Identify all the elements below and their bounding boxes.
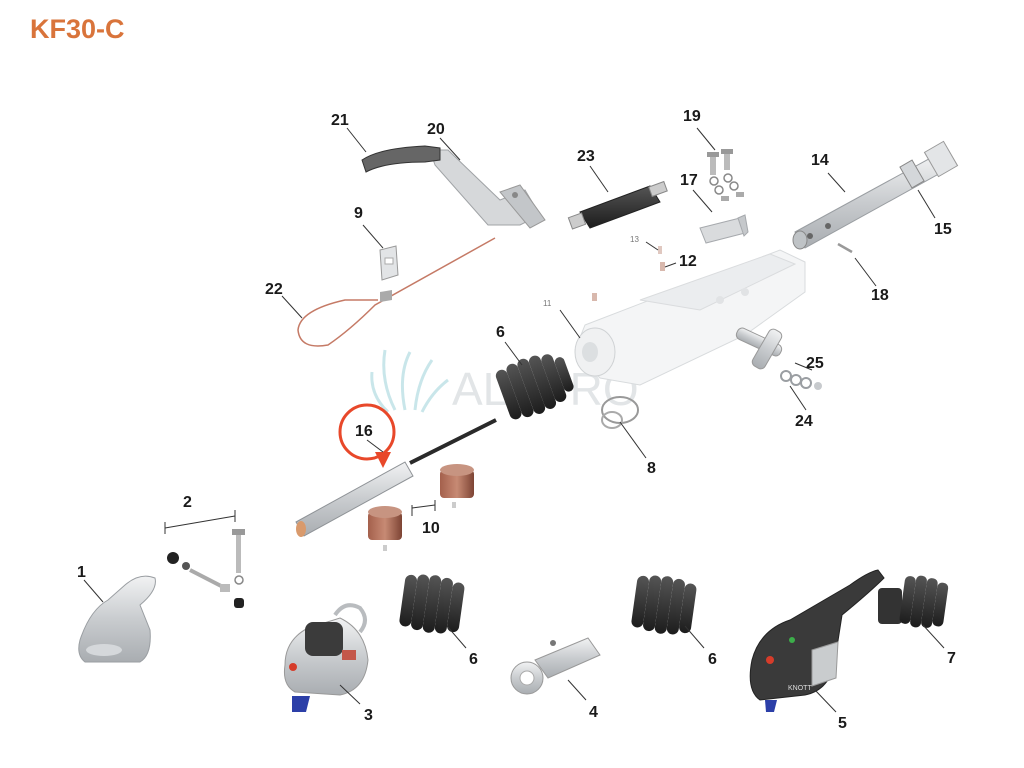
part-14-shaft[interactable] bbox=[792, 154, 947, 250]
callout-17[interactable]: 17 bbox=[680, 172, 698, 189]
callout-8[interactable]: 8 bbox=[647, 460, 656, 477]
watermark-logo bbox=[370, 349, 449, 414]
callout-6-right[interactable]: 6 bbox=[708, 651, 717, 668]
callout-15[interactable]: 15 bbox=[934, 221, 952, 238]
part-6-bellows-middle[interactable] bbox=[398, 571, 465, 637]
callout-labels: 1 2 3 4 5 6 6 6 7 8 9 10 11 12 13 14 15 … bbox=[77, 108, 956, 732]
callout-3[interactable]: 3 bbox=[364, 707, 373, 724]
callout-5[interactable]: 5 bbox=[838, 715, 847, 732]
part-12-screw[interactable] bbox=[660, 262, 665, 271]
callout-11[interactable]: 11 bbox=[543, 299, 552, 308]
callout-4[interactable]: 4 bbox=[589, 704, 598, 721]
callout-22[interactable]: 22 bbox=[265, 281, 283, 298]
callout-13[interactable]: 13 bbox=[630, 235, 639, 244]
part-6-bellows-top[interactable] bbox=[493, 345, 579, 423]
callout-6-top[interactable]: 6 bbox=[496, 324, 505, 341]
leader-lines bbox=[83, 127, 945, 713]
callout-10[interactable]: 10 bbox=[422, 520, 440, 537]
part-13-screw[interactable] bbox=[658, 246, 662, 254]
part-5-stabilizer-coupling[interactable]: KNOTT bbox=[749, 569, 885, 712]
part-4-towing-eye[interactable] bbox=[510, 637, 601, 695]
callout-6-middle[interactable]: 6 bbox=[469, 651, 478, 668]
page-title: KF30-C bbox=[30, 14, 125, 44]
part-19-bolts-nuts[interactable] bbox=[707, 149, 744, 201]
callout-2[interactable]: 2 bbox=[183, 494, 192, 511]
part-20-handbrake-lever[interactable] bbox=[429, 149, 546, 229]
highlight-circle bbox=[338, 403, 396, 468]
part-23-shock-absorber[interactable] bbox=[567, 180, 668, 230]
callout-16[interactable]: 16 bbox=[355, 423, 373, 440]
part-1-coupling-head[interactable] bbox=[78, 575, 156, 663]
part-15-collar[interactable] bbox=[899, 140, 959, 189]
callout-21[interactable]: 21 bbox=[331, 112, 349, 129]
part-21-lever-grip[interactable] bbox=[361, 145, 441, 173]
part-17-bracket[interactable] bbox=[699, 214, 749, 244]
callout-7[interactable]: 7 bbox=[947, 650, 956, 667]
part-8-clamp[interactable] bbox=[601, 396, 639, 429]
callout-14[interactable]: 14 bbox=[811, 152, 829, 169]
part-2-bolt-set[interactable] bbox=[167, 529, 245, 608]
part-6-bellows-right[interactable] bbox=[630, 572, 697, 638]
part-9-bracket[interactable] bbox=[379, 245, 399, 281]
callout-23[interactable]: 23 bbox=[577, 148, 595, 165]
part-7-bellows-flange[interactable] bbox=[878, 573, 949, 631]
part-25-washers[interactable] bbox=[780, 370, 822, 390]
callout-9[interactable]: 9 bbox=[354, 205, 363, 222]
callout-19[interactable]: 19 bbox=[683, 108, 701, 125]
part-18-pin[interactable] bbox=[837, 242, 853, 254]
callout-12[interactable]: 12 bbox=[679, 253, 697, 270]
callout-24[interactable]: 24 bbox=[795, 413, 813, 430]
part-small-screw[interactable] bbox=[592, 293, 597, 301]
part-16-push-rod[interactable] bbox=[295, 418, 497, 537]
part-10-bushings[interactable] bbox=[368, 464, 474, 551]
callout-25[interactable]: 25 bbox=[806, 355, 824, 372]
callout-18[interactable]: 18 bbox=[871, 287, 889, 304]
part-22-brake-cable[interactable] bbox=[297, 237, 496, 347]
part-3-coupling-lock[interactable] bbox=[284, 603, 369, 712]
part-11-bushing-housing[interactable] bbox=[574, 327, 616, 377]
part-5-brand: KNOTT bbox=[788, 685, 812, 692]
part-24-bolt[interactable] bbox=[735, 326, 784, 370]
callout-20[interactable]: 20 bbox=[427, 121, 445, 138]
callout-1[interactable]: 1 bbox=[77, 564, 86, 581]
